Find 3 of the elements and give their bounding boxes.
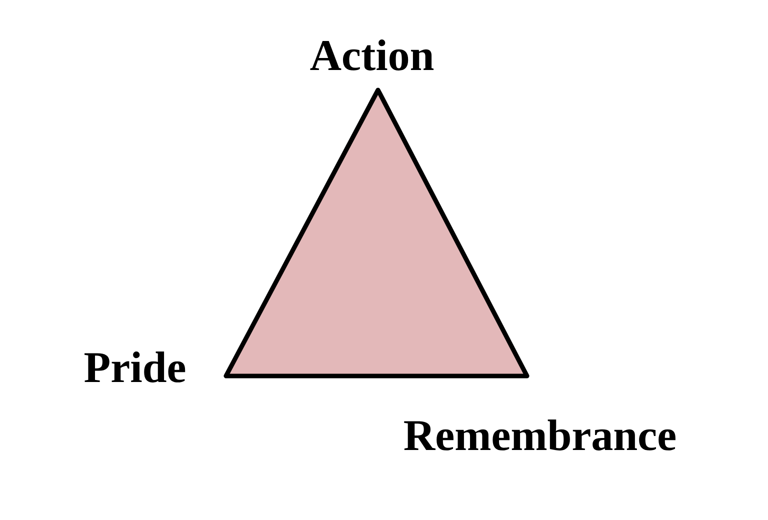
vertex-label: Pride	[84, 352, 186, 382]
triangle	[224, 88, 530, 378]
vertex-label: Remembrance	[404, 420, 676, 450]
